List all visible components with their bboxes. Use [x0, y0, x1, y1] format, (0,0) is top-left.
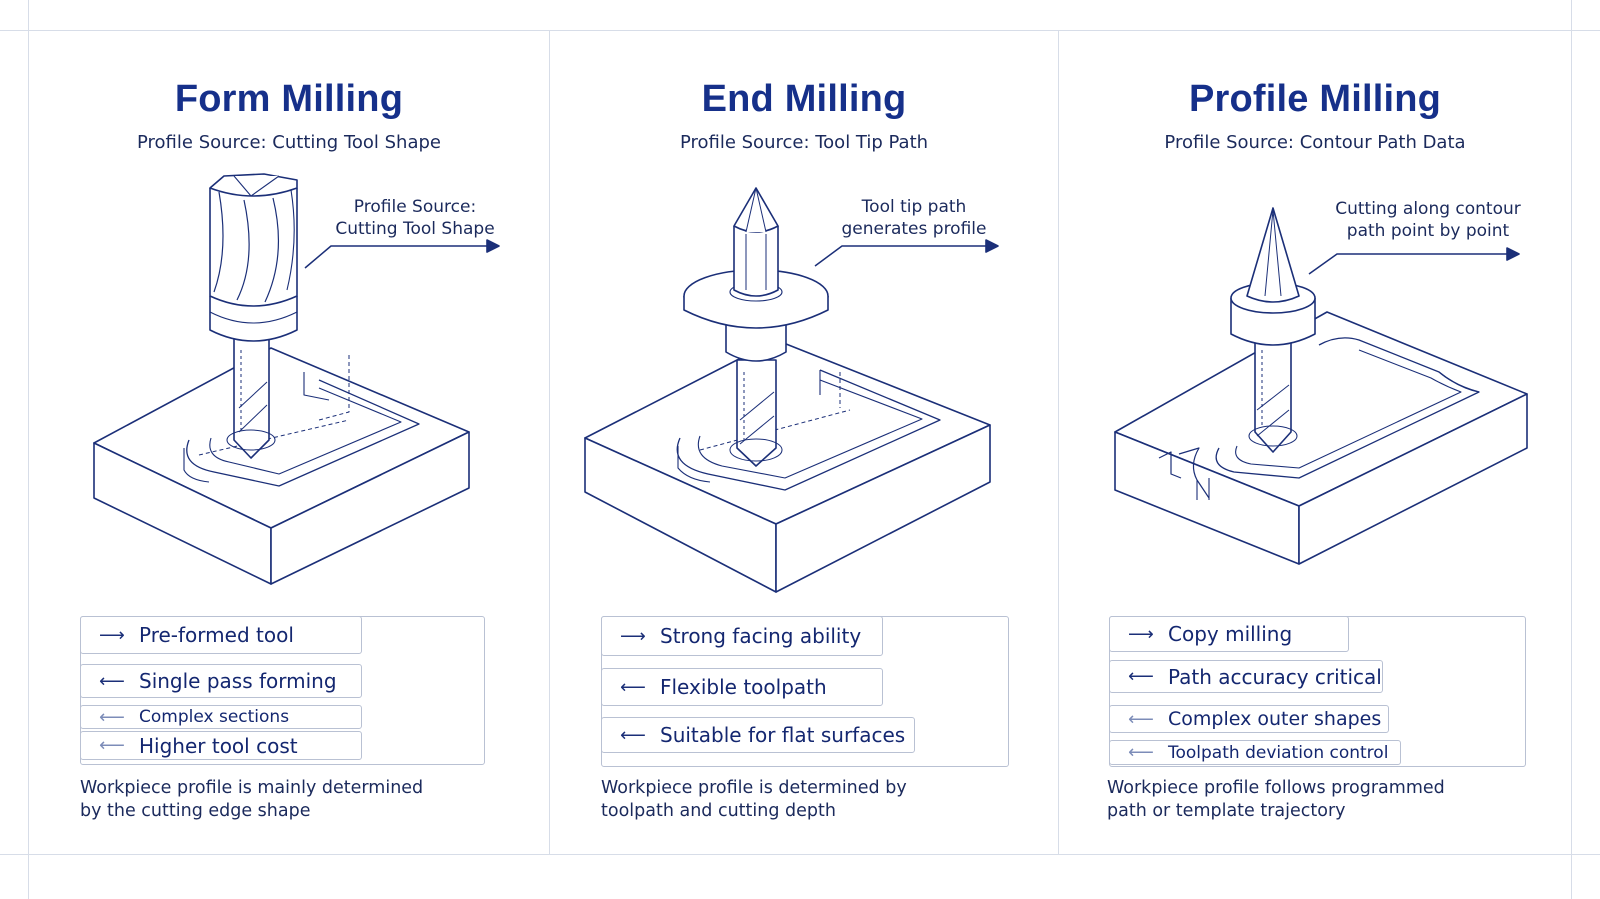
workpiece-block: [585, 340, 990, 592]
arrow-right-icon: ⟶: [620, 625, 646, 647]
panel-subtitle: Profile Source: Tool Tip Path: [679, 132, 929, 153]
arrow-left-icon: ⟵: [620, 676, 646, 698]
callout-leader: [305, 246, 493, 268]
arrow-right-icon: ⟶: [1128, 623, 1154, 645]
panel-subtitle: Profile Source: Cutting Tool Shape: [137, 132, 441, 153]
panel-caption: Workpiece profile follows programmed pat…: [1107, 778, 1445, 821]
divider-1: [549, 30, 550, 854]
panel-end-milling: End Milling Profile Source: Tool Tip Pat…: [550, 0, 1058, 899]
arrow-right-icon: [1507, 248, 1519, 260]
arrow-right-icon: [986, 240, 998, 252]
arrow-right-icon: [487, 240, 499, 252]
feature-pre-formed-tool: ⟶Pre-formed tool: [80, 616, 362, 654]
panel-title: Form Milling: [174, 78, 404, 120]
feature-complex-outer-shapes: ⟵Complex outer shapes: [1109, 705, 1389, 733]
arrow-left-icon: ⟵: [99, 706, 125, 728]
feature-toolpath-deviation-control: ⟵Toolpath deviation control: [1109, 740, 1401, 765]
tool-callout: Cutting along contour path point by poin…: [1335, 199, 1521, 241]
callout-leader: [1309, 254, 1513, 274]
frame-right-line: [1571, 0, 1572, 899]
panel-title: End Milling: [701, 78, 907, 120]
feature-flexible-toolpath: ⟵Flexible toolpath: [601, 668, 883, 706]
workpiece-block: [1115, 312, 1527, 564]
feature-path-accuracy-critical: ⟵Path accuracy critical: [1109, 660, 1383, 693]
feature-suitable-flat-surfaces: ⟵Suitable for flat surfaces: [601, 717, 915, 753]
tool-callout: Profile Source: Cutting Tool Shape: [335, 197, 495, 239]
feature-higher-tool-cost: ⟵Higher tool cost: [80, 731, 362, 760]
feature-copy-milling: ⟶Copy milling: [1109, 616, 1349, 652]
arrow-left-icon: ⟵: [1128, 666, 1154, 687]
arrow-left-icon: ⟵: [620, 724, 646, 746]
panel-subtitle: Profile Source: Contour Path Data: [1164, 132, 1466, 153]
panel-profile-milling: Profile Milling Profile Source: Contour …: [1059, 0, 1571, 899]
arrow-left-icon: ⟵: [1128, 708, 1154, 730]
arrow-left-icon: ⟵: [99, 670, 125, 692]
feature-single-pass-forming: ⟵Single pass forming: [80, 664, 362, 698]
frame-left-line: [28, 0, 29, 899]
panel-caption: Workpiece profile is determined by toolp…: [601, 778, 907, 821]
tool-callout: Tool tip path generates profile: [841, 197, 987, 239]
panel-title: Profile Milling: [1188, 78, 1442, 120]
form-tool: [210, 174, 297, 458]
panel-caption: Workpiece profile is mainly determined b…: [80, 778, 424, 821]
feature-strong-facing-ability: ⟶Strong facing ability: [601, 616, 883, 656]
arrow-left-icon: ⟵: [99, 735, 125, 756]
end-mill-tool: [684, 188, 828, 466]
callout-leader: [815, 246, 992, 266]
arrow-left-icon: ⟵: [1128, 742, 1154, 763]
frame-top-line: [0, 30, 1600, 31]
arrow-right-icon: ⟶: [99, 624, 125, 646]
workpiece-block: [94, 348, 469, 584]
profile-tool: [1231, 208, 1315, 452]
feature-complex-sections: ⟵Complex sections: [80, 705, 362, 729]
divider-2: [1058, 30, 1059, 854]
panel-form-milling: Form Milling Profile Source: Cutting Too…: [29, 0, 549, 899]
frame-bottom-line: [0, 854, 1600, 855]
